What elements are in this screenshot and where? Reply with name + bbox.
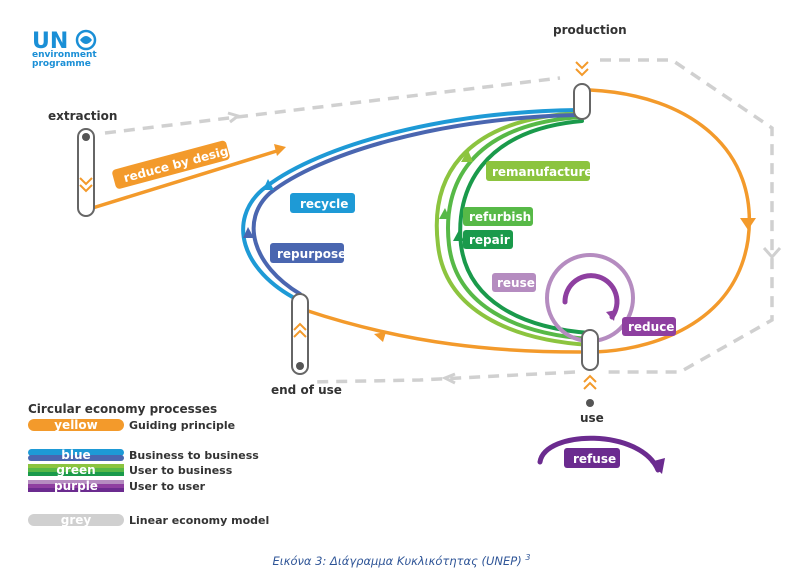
svg-text:repurpose: repurpose [277,247,346,261]
purple-loops [545,253,635,343]
legend-item-purple: purple User to user [28,479,206,493]
tag-remanufacture: remanufacture [486,161,593,181]
svg-text:green: green [56,463,95,477]
tag-reuse: reuse [492,273,536,292]
legend-item-green: green User to business [28,463,233,477]
logo-line1: environment [32,50,97,60]
svg-text:reduce: reduce [628,320,674,334]
green-arrow-heads [439,150,473,241]
svg-text:purple: purple [54,479,98,493]
blue-loops [241,108,580,302]
tag-refurbish: refurbish [463,207,533,226]
caption-footnote: 3 [525,553,531,562]
orange-main-loop [84,88,752,354]
legend-item-blue: blue Business to business [28,448,259,462]
green-loops [434,111,592,347]
svg-text:Business to business: Business to business [129,449,259,462]
refuse-arrow [537,435,665,474]
tag-refuse: refuse [564,448,620,468]
production-node [573,61,591,120]
tag-recycle: recycle [290,193,355,213]
label-end-of-use: end of use [271,383,342,397]
svg-text:User to user: User to user [129,480,206,493]
blue-arrow-heads [243,179,274,238]
svg-text:Linear economy model: Linear economy model [129,514,269,527]
svg-text:reuse: reuse [497,276,535,290]
label-use: use [580,411,604,425]
tag-repurpose: repurpose [270,243,346,263]
svg-text:yellow: yellow [54,418,98,432]
un-globe-icon [75,29,97,51]
label-production: production [553,23,627,37]
use-node [581,329,599,407]
caption-text: Εικόνα 3: Διάγραμμα Κυκλικότητας (UNEP) [272,553,526,568]
svg-text:repair: repair [469,233,510,247]
svg-text:grey: grey [61,513,92,527]
svg-text:Guiding principle: Guiding principle [129,419,235,432]
label-extraction: extraction [48,109,117,123]
logo-un: UN [32,29,68,54]
figure-caption: Εικόνα 3: Διάγραμμα Κυκλικότητας (UNEP) … [0,553,803,568]
svg-text:User to business: User to business [129,464,233,477]
svg-text:refuse: refuse [573,452,616,466]
svg-text:refurbish: refurbish [469,210,531,224]
svg-text:blue: blue [61,448,90,462]
tag-reduce: reduce [622,317,676,336]
linear-economy-path [104,58,774,384]
end-of-use-node [291,293,309,375]
legend-item-yellow: yellow Guiding principle [28,418,235,432]
extraction-node [77,128,95,217]
orange-arrow-heads [274,144,756,342]
tag-repair: repair [463,230,513,249]
svg-text:remanufacture: remanufacture [492,165,593,179]
linear-arrow-heads [227,111,782,385]
un-environment-logo: UN environment programme [32,29,97,69]
legend-item-grey: grey Linear economy model [28,513,269,527]
svg-text:recycle: recycle [300,197,348,211]
logo-line2: programme [32,59,91,69]
legend-title: Circular economy processes [28,402,217,416]
legend: Circular economy processes yellow Guidin… [28,402,269,527]
